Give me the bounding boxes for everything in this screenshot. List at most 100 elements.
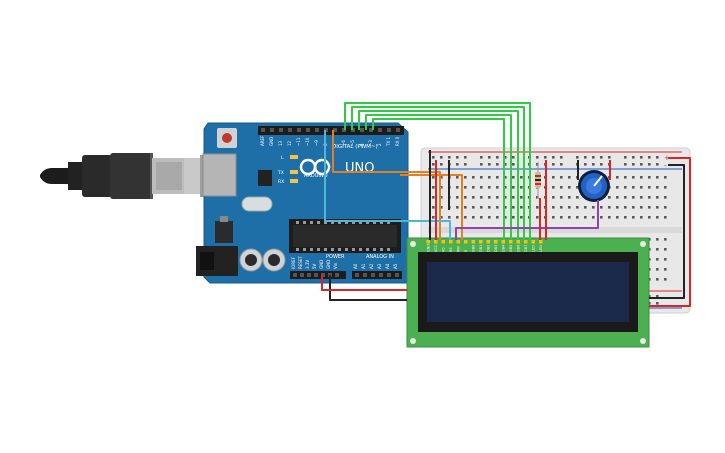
breadboard-hole[interactable] — [600, 163, 603, 166]
breadboard-hole[interactable] — [656, 295, 659, 298]
breadboard-hole[interactable] — [592, 216, 595, 219]
breadboard-hole[interactable] — [432, 186, 435, 189]
lcd-pin[interactable] — [471, 240, 476, 244]
breadboard-hole[interactable] — [464, 216, 467, 219]
breadboard-hole[interactable] — [504, 156, 507, 159]
breadboard-hole[interactable] — [600, 206, 603, 209]
breadboard-hole[interactable] — [600, 216, 603, 219]
breadboard-hole[interactable] — [592, 156, 595, 159]
breadboard-hole[interactable] — [440, 216, 443, 219]
breadboard-hole[interactable] — [440, 186, 443, 189]
breadboard-hole[interactable] — [608, 196, 611, 199]
breadboard-hole[interactable] — [448, 156, 451, 159]
breadboard-hole[interactable] — [616, 216, 619, 219]
breadboard-hole[interactable] — [664, 206, 667, 209]
breadboard-hole[interactable] — [584, 163, 587, 166]
lcd-pin[interactable] — [501, 240, 506, 244]
breadboard-hole[interactable] — [600, 156, 603, 159]
breadboard-hole[interactable] — [488, 163, 491, 166]
breadboard-hole[interactable] — [656, 206, 659, 209]
wires[interactable] — [321, 102, 691, 307]
breadboard-hole[interactable] — [480, 196, 483, 199]
breadboard-hole[interactable] — [640, 176, 643, 179]
breadboard-hole[interactable] — [648, 196, 651, 199]
lcd-pin[interactable] — [456, 240, 461, 244]
breadboard-hole[interactable] — [456, 206, 459, 209]
breadboard-hole[interactable] — [568, 216, 571, 219]
breadboard-hole[interactable] — [472, 216, 475, 219]
breadboard-hole[interactable] — [560, 196, 563, 199]
breadboard-hole[interactable] — [496, 176, 499, 179]
breadboard-hole[interactable] — [656, 302, 659, 305]
breadboard-hole[interactable] — [520, 206, 523, 209]
breadboard-hole[interactable] — [512, 176, 515, 179]
wire-v0[interactable] — [324, 130, 451, 240]
breadboard-hole[interactable] — [656, 248, 659, 251]
breadboard-hole[interactable] — [616, 206, 619, 209]
breadboard-hole[interactable] — [496, 186, 499, 189]
breadboard-hole[interactable] — [656, 258, 659, 261]
breadboard-hole[interactable] — [552, 163, 555, 166]
breadboard-hole[interactable] — [488, 206, 491, 209]
breadboard-hole[interactable] — [656, 196, 659, 199]
breadboard-hole[interactable] — [592, 206, 595, 209]
breadboard-hole[interactable] — [520, 216, 523, 219]
breadboard-hole[interactable] — [472, 176, 475, 179]
breadboard-hole[interactable] — [456, 176, 459, 179]
breadboard-hole[interactable] — [504, 206, 507, 209]
breadboard-hole[interactable] — [664, 268, 667, 271]
breadboard-hole[interactable] — [496, 163, 499, 166]
breadboard-hole[interactable] — [432, 156, 435, 159]
wire-gnd-rail[interactable] — [649, 164, 685, 299]
breadboard-hole[interactable] — [512, 163, 515, 166]
breadboard-hole[interactable] — [640, 163, 643, 166]
breadboard-hole[interactable] — [648, 216, 651, 219]
breadboard-hole[interactable] — [576, 156, 579, 159]
breadboard-hole[interactable] — [464, 196, 467, 199]
wire-d5[interactable] — [358, 110, 519, 240]
breadboard-hole[interactable] — [640, 156, 643, 159]
breadboard-hole[interactable] — [432, 216, 435, 219]
breadboard-hole[interactable] — [536, 156, 539, 159]
breadboard-hole[interactable] — [568, 206, 571, 209]
breadboard-hole[interactable] — [648, 156, 651, 159]
breadboard-hole[interactable] — [504, 163, 507, 166]
breadboard-hole[interactable] — [656, 156, 659, 159]
breadboard-hole[interactable] — [488, 156, 491, 159]
breadboard-hole[interactable] — [512, 196, 515, 199]
breadboard-hole[interactable] — [456, 186, 459, 189]
reset-button-cap[interactable] — [222, 133, 232, 143]
breadboard-hole[interactable] — [584, 216, 587, 219]
breadboard-hole[interactable] — [656, 238, 659, 241]
usb-cable[interactable] — [40, 153, 230, 199]
breadboard-hole[interactable] — [576, 196, 579, 199]
breadboard-hole[interactable] — [456, 196, 459, 199]
wire-d7[interactable] — [344, 102, 531, 240]
breadboard-hole[interactable] — [432, 196, 435, 199]
breadboard-hole[interactable] — [648, 176, 651, 179]
breadboard-hole[interactable] — [664, 196, 667, 199]
breadboard-hole[interactable] — [552, 176, 555, 179]
breadboard-hole[interactable] — [440, 176, 443, 179]
lcd-pin[interactable] — [494, 240, 498, 244]
breadboard-hole[interactable] — [608, 216, 611, 219]
breadboard-hole[interactable] — [536, 196, 539, 199]
breadboard-hole[interactable] — [664, 238, 667, 241]
lcd-pin[interactable] — [539, 240, 543, 244]
breadboard-hole[interactable] — [440, 163, 443, 166]
breadboard-hole[interactable] — [656, 278, 659, 281]
wire-pot-wiper[interactable] — [455, 200, 599, 240]
breadboard-hole[interactable] — [552, 216, 555, 219]
breadboard-hole[interactable] — [640, 206, 643, 209]
breadboard-hole[interactable] — [488, 196, 491, 199]
lcd-pin[interactable] — [524, 240, 528, 244]
breadboard-hole[interactable] — [584, 156, 587, 159]
breadboard-hole[interactable] — [432, 163, 435, 166]
breadboard-hole[interactable] — [640, 186, 643, 189]
breadboard-hole[interactable] — [472, 186, 475, 189]
breadboard-hole[interactable] — [464, 186, 467, 189]
breadboard-hole[interactable] — [624, 163, 627, 166]
lcd-pin[interactable] — [449, 240, 453, 244]
lcd-pin[interactable] — [509, 240, 513, 244]
breadboard-hole[interactable] — [568, 196, 571, 199]
